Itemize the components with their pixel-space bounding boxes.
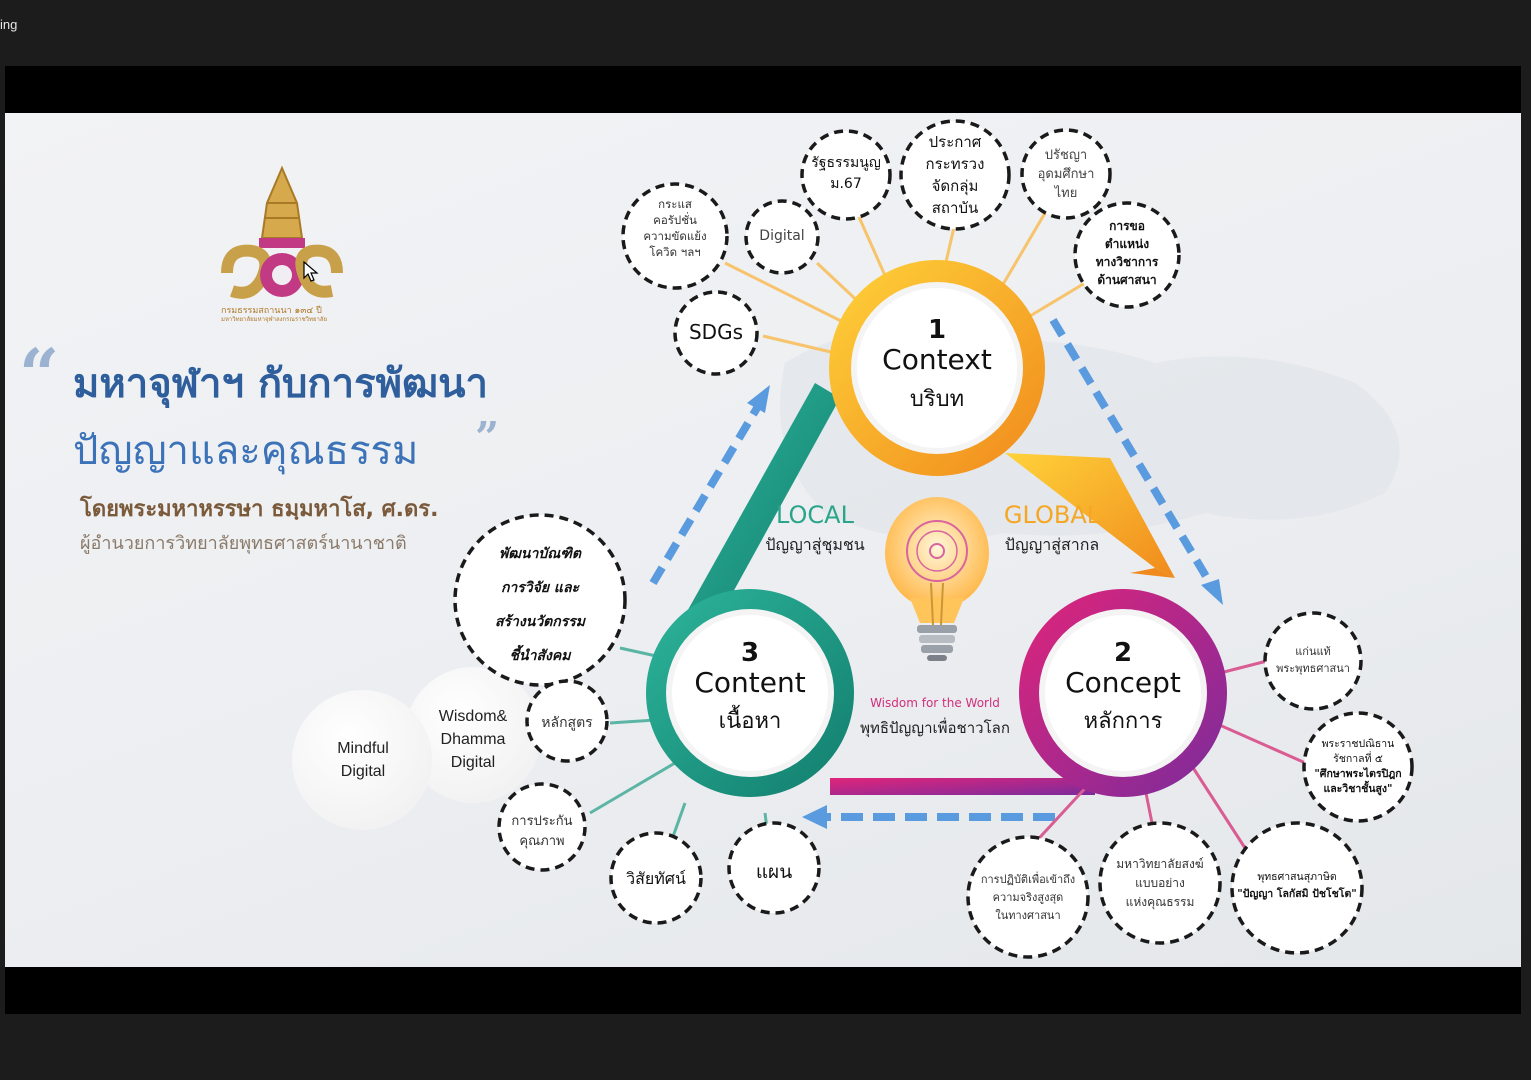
bubble-plan <box>727 821 821 915</box>
bubble-sutras-text: หลักสูตร <box>541 715 593 731</box>
arrow-head-right-icon <box>1201 579 1223 605</box>
global-thai: ปัญญาสู่สากล <box>1004 535 1100 554</box>
lightbulb-icon <box>885 497 989 661</box>
bubble-quality <box>497 782 587 872</box>
content-hub-title: Content <box>694 666 806 699</box>
content-to-context-band <box>675 383 840 643</box>
author-role: ผู้อำนวยการวิทยาลัยพุทธศาสตร์นานาชาติ <box>80 533 407 554</box>
wisdom-dhamma-digital-text: Wisdom&Dhamma Digital <box>438 708 508 771</box>
bubble-vision <box>609 831 703 925</box>
content-hub-number: 3 <box>740 638 760 668</box>
author-name: โดยพระมหาหรรษา ธมฺมหาโส, ศ.ดร. <box>80 497 439 522</box>
local-thai: ปัญญาสู่ชุมชน <box>765 535 865 554</box>
concept-hub-thai: หลักการ <box>1083 709 1163 734</box>
bubble-sutras <box>525 679 609 763</box>
dashed-arrow-right <box>1049 317 1214 586</box>
bubble-royal <box>1302 711 1414 823</box>
bubble-quality-text: การประกันคุณภาพ <box>511 814 573 849</box>
concept-hub-title: Concept <box>1065 666 1181 699</box>
bubble-digital <box>744 199 820 275</box>
wisdom-dhamma-digital-circle <box>405 667 541 803</box>
context-hub-number: 1 <box>927 315 947 345</box>
global-label: GLOBAL <box>1003 501 1101 529</box>
concept-hub-number: 2 <box>1113 638 1133 668</box>
slide-title-line1: มหาจุฬาฯ กับการพัฒนา <box>73 361 488 407</box>
context-to-concept-band <box>1005 453 1175 578</box>
mindful-digital-circle <box>292 690 432 830</box>
slide-title-line2: ปัญญาและคุณธรรม <box>73 428 419 474</box>
mouse-cursor-icon <box>303 261 319 282</box>
bubble-philosophy-text: ปรัชญาอุดมศึกษา ไทย <box>1037 148 1095 201</box>
local-label: LOCAL <box>776 501 854 529</box>
bubble-develop-text: พัฒนาบัณฑิตการวิจัย และ สร้างนวัตกรรมชี้… <box>494 546 586 664</box>
bubble-practice <box>966 835 1090 959</box>
bubble-covid-text: กระแสคอรัปชั่น ความขัดแย้งโควิด ฯลฯ <box>643 197 707 259</box>
logo-caption: กรมธรรมสถานนา ๑๓๔ ปี <box>221 306 322 316</box>
content-hub <box>646 589 854 797</box>
context-hub <box>829 260 1045 476</box>
bubble-model <box>1098 821 1222 945</box>
wisdom-label: Wisdom for the World <box>870 696 1000 710</box>
bubble-model-text: มหาวิทยาลัยสงฆ์แบบอย่าง แห่งคุณธรรม <box>1116 857 1204 909</box>
bubble-covid <box>621 182 729 290</box>
window-title-fragment: ing <box>0 17 18 32</box>
bubble-academic-text: การขอตำแหน่ง ทางวิชาการด้านศาสนา <box>1095 219 1159 287</box>
bubble-develop <box>453 513 627 687</box>
presentation-slide: กรมธรรมสถานนา ๑๓๔ ปี มหาวิทยาลัยมหาจุฬาล… <box>5 113 1521 967</box>
dashed-arrow-up <box>649 405 761 586</box>
bubble-academic <box>1073 201 1181 309</box>
arrow-head-up-icon <box>747 385 770 413</box>
bubble-motto-text: พุทธศาสนสุภาษิต"ปัญญา โลกัสมิ ปัชโชโต" <box>1237 871 1357 900</box>
bubble-ministry-text: ประกาศกระทรวง จัดกลุ่มสถาบัน <box>925 133 985 217</box>
arrow-head-left-icon <box>802 805 827 829</box>
bubble-royal-text: พระราชปณิธานรัชกาลที่ ๕ "ศึกษาพระไตรปิฎก… <box>1314 738 1402 795</box>
wisdom-diagram <box>292 119 1414 959</box>
bubble-constitution-text: รัฐธรรมนูญม.67 <box>811 155 881 192</box>
content-hub-thai: เนื้อหา <box>718 709 782 734</box>
bubble-buddhism-text: แก่นแท้พระพุทธศาสนา <box>1276 645 1350 675</box>
bubble-sdgs-text: SDGs <box>688 320 743 344</box>
bubble-constitution <box>800 129 892 221</box>
context-hub-title: Context <box>882 343 992 376</box>
university-logo <box>221 165 343 299</box>
bubble-philosophy <box>1020 128 1112 220</box>
bubble-ministry <box>899 119 1011 231</box>
context-hub-thai: บริบท <box>909 387 965 412</box>
open-quote-icon: “ <box>19 333 60 416</box>
bubble-buddhism <box>1263 611 1363 711</box>
wisdom-thai: พุทธิปัญญาเพื่อชาวโลก <box>860 719 1010 737</box>
concept-hub <box>1019 589 1227 797</box>
logo-caption-university: มหาวิทยาลัยมหาจุฬาลงกรณราชวิทยาลัย <box>221 316 328 323</box>
bubble-sdgs <box>673 290 759 376</box>
bubble-practice-text: การปฏิบัติเพื่อเข้าถึงความจริงสูงสุด ในท… <box>980 873 1076 922</box>
bubble-plan-text: แผน <box>755 861 793 883</box>
bubble-digital-text: Digital <box>759 228 805 244</box>
concept-to-content-band <box>830 778 1095 795</box>
close-quote-icon: ” <box>475 413 500 462</box>
bubble-vision-text: วิสัยทัศน์ <box>626 869 686 888</box>
bubble-motto <box>1230 821 1364 955</box>
